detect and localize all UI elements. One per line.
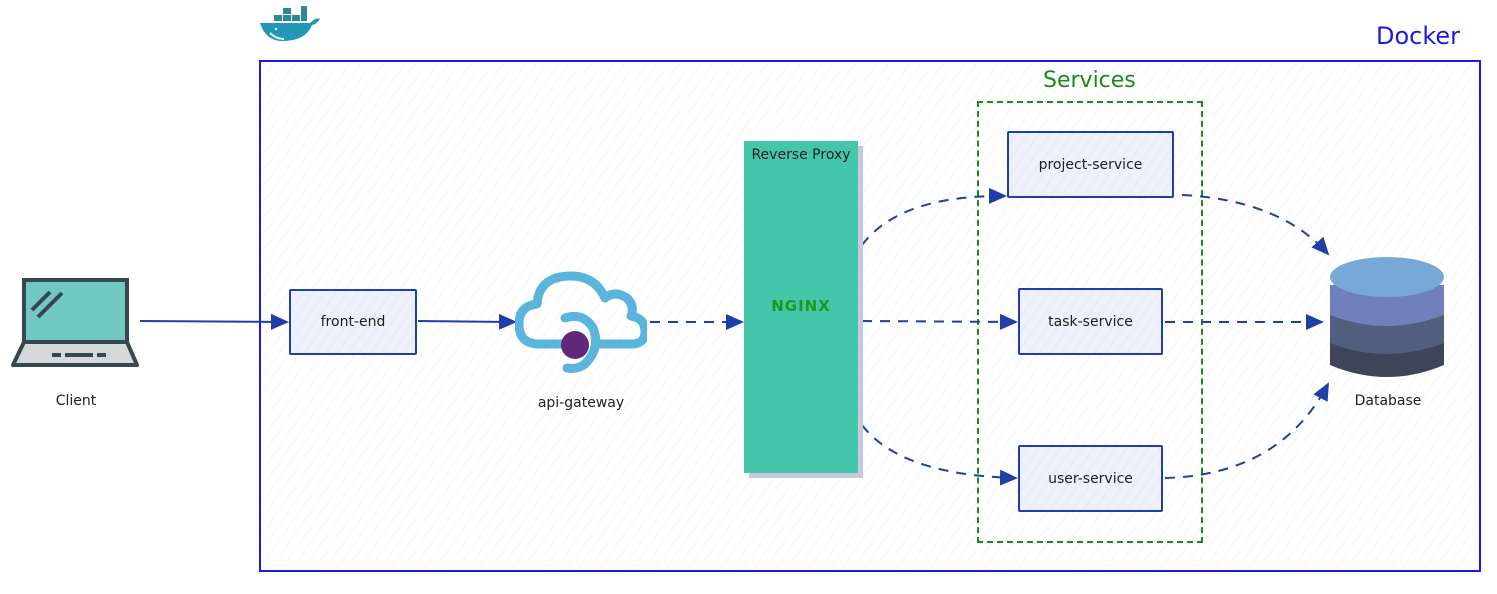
laptop-icon bbox=[11, 278, 139, 367]
node-api-gateway-label: api-gateway bbox=[537, 395, 625, 411]
docker-whale-icon bbox=[260, 6, 320, 41]
edge-proxy-project bbox=[861, 187, 1007, 246]
node-reverse-proxy-label: Reverse Proxy bbox=[751, 147, 851, 163]
services-group-label: Services bbox=[1043, 68, 1136, 93]
edge-proxy-user bbox=[861, 424, 1018, 486]
node-client-label: Client bbox=[55, 393, 97, 409]
node-task-service[interactable]: task-service bbox=[1018, 288, 1163, 355]
node-project-service-label: project-service bbox=[1038, 156, 1143, 173]
cloud-gateway-icon bbox=[514, 271, 650, 373]
node-api-gateway[interactable] bbox=[514, 268, 650, 378]
nginx-logo-icon: NGINX bbox=[771, 297, 831, 315]
node-project-service[interactable]: project-service bbox=[1007, 131, 1174, 198]
edge-client-frontend bbox=[139, 313, 289, 330]
node-database[interactable] bbox=[1328, 257, 1446, 391]
edge-user-database bbox=[1164, 382, 1329, 479]
node-database-label: Database bbox=[1354, 393, 1422, 409]
docker-container-label: Docker bbox=[1376, 22, 1461, 50]
node-frontend[interactable]: front-end bbox=[289, 289, 417, 355]
node-client[interactable] bbox=[10, 277, 140, 373]
docker-container-frame bbox=[259, 60, 1481, 572]
node-task-service-label: task-service bbox=[1048, 313, 1133, 330]
node-frontend-label: front-end bbox=[320, 314, 386, 330]
node-reverse-proxy[interactable] bbox=[744, 141, 858, 473]
node-user-service[interactable]: user-service bbox=[1018, 445, 1163, 512]
edge-frontend-gateway bbox=[417, 313, 517, 330]
node-user-service-label: user-service bbox=[1048, 470, 1133, 487]
database-icon bbox=[1330, 257, 1444, 377]
edge-project-database bbox=[1181, 194, 1330, 256]
edge-proxy-task bbox=[861, 313, 1018, 330]
